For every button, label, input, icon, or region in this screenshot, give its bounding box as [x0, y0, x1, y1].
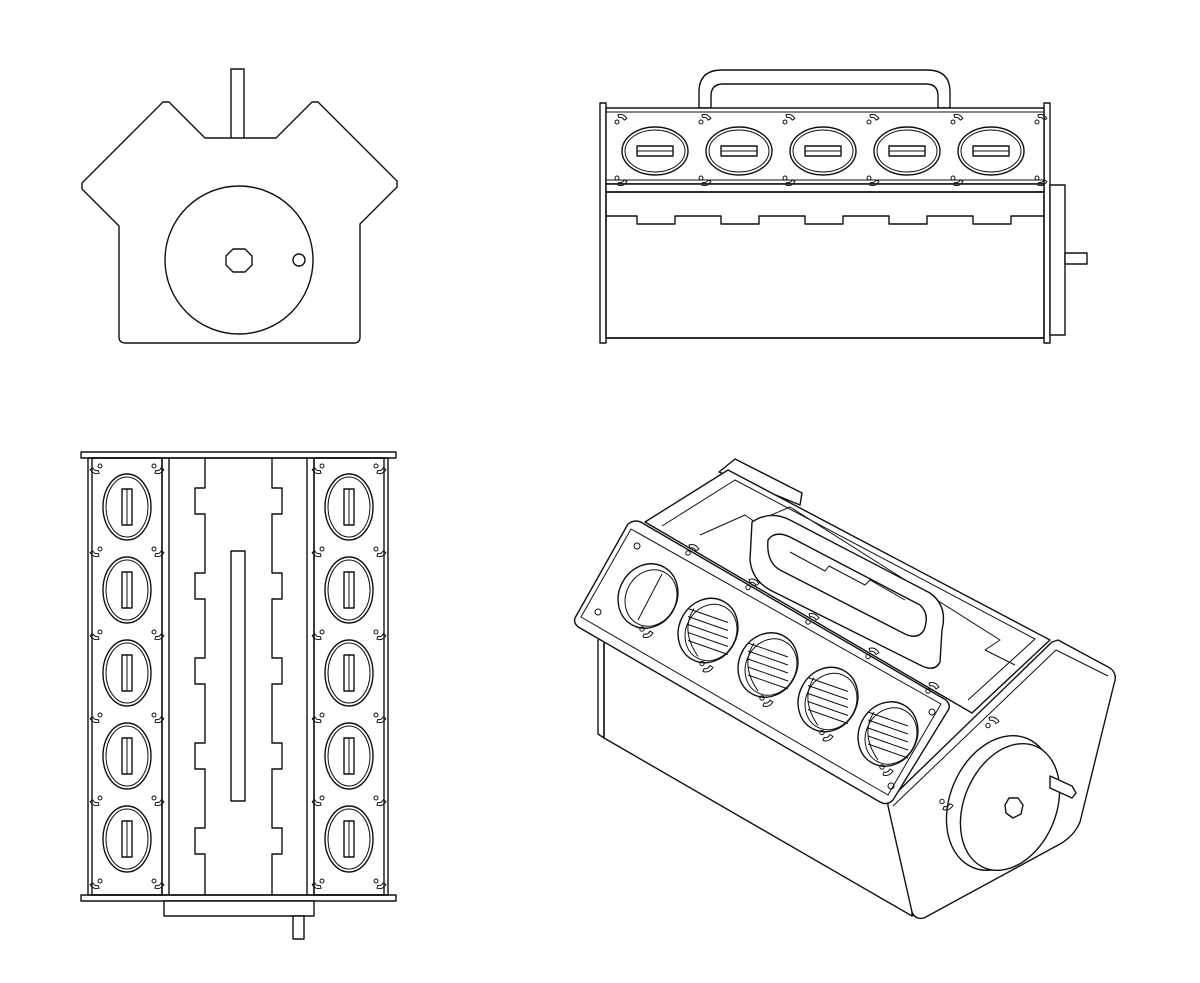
top-frame	[87, 457, 389, 896]
output-shaft	[1064, 252, 1088, 265]
side-port	[621, 126, 689, 176]
side-port	[705, 126, 773, 176]
front-view	[81, 68, 398, 344]
flywheel-disc	[164, 185, 314, 335]
iso-port	[797, 666, 859, 733]
front-housing-outline	[81, 101, 398, 344]
iso-port	[857, 701, 919, 767]
top-end-plate	[80, 451, 397, 459]
top-cylinder-ports	[89, 463, 387, 890]
iso-port	[677, 597, 739, 664]
side-port	[873, 126, 941, 176]
shaft	[230, 68, 245, 140]
flywheel-edge	[1049, 184, 1066, 336]
right-end-plate	[1043, 102, 1051, 344]
iso-port	[737, 632, 799, 698]
hex-hub	[225, 248, 253, 273]
iso-flywheel	[945, 734, 1077, 872]
top-port	[324, 805, 374, 873]
top-port	[102, 639, 152, 707]
top-port	[102, 556, 152, 624]
top-port	[324, 722, 374, 790]
top-port	[324, 639, 374, 707]
side-view	[599, 69, 1088, 344]
left-end-plate	[599, 102, 607, 344]
side-port	[957, 126, 1025, 176]
handle-slot	[230, 550, 246, 802]
top-port	[102, 722, 152, 790]
iso-output-shaft	[1049, 775, 1077, 799]
top-port	[324, 473, 374, 541]
left-crenellation	[194, 457, 206, 896]
bottom-end-plate	[80, 894, 397, 902]
top-port	[102, 473, 152, 541]
iso-cylinder-ports	[594, 542, 1000, 811]
top-view	[80, 451, 397, 940]
flywheel-edge-top	[163, 900, 315, 917]
output-shaft-top	[292, 915, 305, 940]
crankcase-body	[605, 191, 1045, 339]
top-port	[324, 556, 374, 624]
side-port	[789, 126, 857, 176]
iso-port	[617, 563, 679, 629]
right-crenellation	[271, 457, 283, 896]
deck-rail	[605, 183, 1045, 193]
crankcase-notches	[605, 215, 1045, 225]
iso-handle-inner	[767, 533, 927, 637]
top-port	[102, 805, 152, 873]
handle	[698, 69, 951, 109]
isometric-view	[573, 458, 1117, 920]
iso-hex-hub	[1004, 797, 1024, 819]
pin-hole	[292, 253, 306, 267]
side-cylinder-ports	[614, 113, 1048, 187]
